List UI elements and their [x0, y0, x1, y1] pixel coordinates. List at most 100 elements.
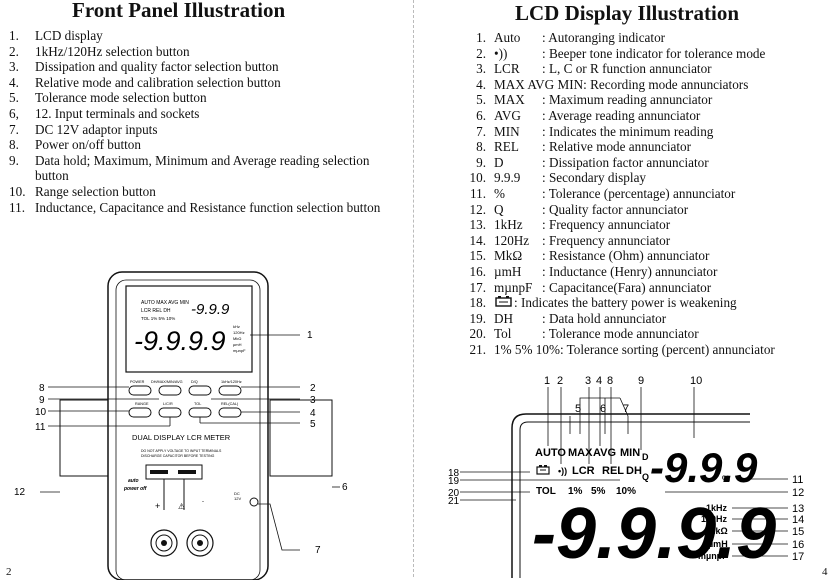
- svg-text:12: 12: [792, 487, 804, 499]
- lcd-unit-mnpf: mµnpF: [698, 551, 728, 561]
- item-number: 2.: [476, 45, 486, 61]
- range-button[interactable]: [128, 407, 152, 418]
- item-description: : Average reading annunciator: [542, 107, 701, 123]
- callout-3: 3: [310, 395, 316, 406]
- callout-8: 8: [39, 383, 45, 394]
- lcd-list-item: 11.%: Tolerance (percentage) annunciator: [460, 186, 834, 202]
- item-number: 19.: [469, 310, 486, 326]
- battery-icon: [536, 465, 550, 475]
- svg-text:15: 15: [792, 526, 804, 538]
- lcd-list-item: 4.MAX AVG MIN: Recording mode annunciato…: [460, 77, 834, 93]
- svg-text:RANGE: RANGE: [135, 402, 149, 406]
- page-number-left: 2: [6, 566, 12, 578]
- item-number: 8.: [9, 137, 19, 153]
- lcd-unit-mkohm: MkΩ: [708, 526, 728, 536]
- item-symbol: DH: [494, 310, 514, 326]
- svg-text:kHz: kHz: [233, 324, 240, 329]
- lcd-pct: %: [722, 474, 730, 484]
- item-number: 3.: [476, 61, 486, 77]
- item-description: : Indicates the battery power is weakeni…: [514, 295, 737, 311]
- item-number: 3.: [9, 59, 19, 75]
- lcr-button[interactable]: [158, 407, 182, 418]
- item-description: : Secondary display: [542, 170, 647, 186]
- svg-text:µmH: µmH: [233, 342, 242, 347]
- lcd-tol: TOL: [536, 486, 556, 497]
- item-symbol: MAX AVG MIN: [494, 76, 584, 92]
- item-text: 1kHz/120Hz selection button: [35, 43, 190, 59]
- lcd-list-item: 14.120Hz: Frequency annunciator: [460, 233, 834, 249]
- item-number: 21.: [469, 341, 486, 357]
- item-number: 9.: [476, 154, 486, 170]
- svg-text:2: 2: [557, 375, 563, 387]
- lcd-max: MAX: [568, 447, 593, 459]
- callout-11: 11: [35, 422, 46, 433]
- item-text: LCD display: [35, 28, 103, 43]
- item-symbol: •)): [494, 45, 508, 61]
- svg-text:POWER: POWER: [130, 380, 145, 384]
- front-panel-item: 3.Dissipation and quality factor selecti…: [9, 59, 404, 75]
- item-description: : Data hold annunciator: [542, 310, 667, 326]
- callout-10: 10: [35, 407, 47, 418]
- dq-button[interactable]: [188, 385, 212, 396]
- svg-text:power off: power off: [123, 486, 148, 492]
- svg-text:4: 4: [596, 375, 602, 387]
- item-description: : Tolerance sorting (percent) annunciato…: [559, 341, 775, 357]
- front-panel-diagram: AUTO MAX AVG MIN LCR REL DH TOL 1% 5% 10…: [14, 271, 348, 580]
- meter-warning-1: DO NOT APPLY VOLTAGE TO INPUT TERMINALS: [141, 449, 222, 453]
- tol-button[interactable]: [188, 407, 212, 418]
- lcd-units: kHz 120Hz MkΩ µmH mµnpF: [233, 324, 246, 353]
- item-description: : Autoranging indicator: [542, 30, 666, 45]
- dc-jack[interactable]: [249, 497, 259, 507]
- front-panel-item: 10.Range selection button: [9, 184, 404, 200]
- meter-name: DUAL DISPLAY LCR METER: [132, 433, 231, 442]
- freq-button[interactable]: [218, 385, 242, 396]
- lcd-list-item: 6.AVG: Average reading annunciator: [460, 108, 834, 124]
- front-panel-title: Front Panel Illustration: [72, 0, 286, 22]
- lcd-list-item: 17.mµnpF: Capacitance(Fara) annunciator: [460, 280, 834, 296]
- item-symbol: 1% 5% 10%: [494, 341, 560, 357]
- lcd-frame: [511, 413, 750, 578]
- item-description: : Quality factor annunciator: [542, 201, 689, 217]
- lcd-display-page: LCD Display Illustration 1.Auto: Autoran…: [420, 0, 834, 578]
- meter-lcd[interactable]: [125, 285, 253, 373]
- item-symbol: MIN: [494, 123, 520, 139]
- item-text: 12. Input terminals and sockets: [35, 105, 200, 121]
- lcd-secondary-digits: -9.9.9: [650, 444, 758, 491]
- dh-max-min-avg-button[interactable]: [158, 385, 182, 396]
- svg-text:5: 5: [575, 403, 581, 415]
- lcd-list-item: 5.MAX: Maximum reading annunciator: [460, 92, 834, 108]
- lcd-list-item: 7.MIN: Indicates the minimum reading: [460, 124, 834, 140]
- svg-text:11: 11: [792, 474, 803, 486]
- lcd-list-item: 1.Auto: Autoranging indicator: [460, 30, 834, 46]
- item-description: : Resistance (Ohm) annunciator: [542, 248, 710, 264]
- svg-text:L/C/R: L/C/R: [163, 402, 173, 406]
- svg-text:1kHz/120Hz: 1kHz/120Hz: [221, 380, 242, 384]
- front-panel-item: 1.LCD display: [9, 28, 404, 44]
- lcd-auto: AUTO: [535, 447, 566, 459]
- callout-9: 9: [39, 395, 45, 406]
- item-text: Range selection button: [35, 183, 156, 199]
- svg-text:10: 10: [690, 375, 702, 387]
- lcd-list-item: 10.9.9.9: Secondary display: [460, 170, 834, 186]
- lcd-display-title: LCD Display Illustration: [515, 1, 740, 25]
- item-symbol: 120Hz: [494, 232, 530, 248]
- power-button[interactable]: [128, 385, 152, 396]
- lcd-avg: AVG: [593, 447, 616, 459]
- item-description: : Relative mode annunciator: [542, 139, 692, 155]
- lcd-list-item: 16.µmH: Inductance (Henry) annunciator: [460, 264, 834, 280]
- item-text: DC 12V adaptor inputs: [35, 121, 158, 137]
- item-number: 7.: [476, 123, 486, 139]
- lcd-rel: REL: [602, 465, 624, 477]
- rel-cal-button[interactable]: [218, 407, 242, 418]
- svg-text:9: 9: [638, 375, 644, 387]
- item-number: 6.: [476, 107, 486, 123]
- svg-text:13: 13: [792, 503, 804, 515]
- item-number: 12.: [469, 201, 486, 217]
- item-description: : Frequency annunciator: [542, 217, 671, 233]
- item-number: 14.: [469, 232, 486, 248]
- item-number: 20.: [469, 326, 486, 342]
- svg-text:DH/MAX/MIN/AVG: DH/MAX/MIN/AVG: [151, 380, 183, 384]
- lcd-list-item: 18.: Indicates the battery power is weak…: [460, 295, 834, 311]
- page-divider: [413, 0, 414, 577]
